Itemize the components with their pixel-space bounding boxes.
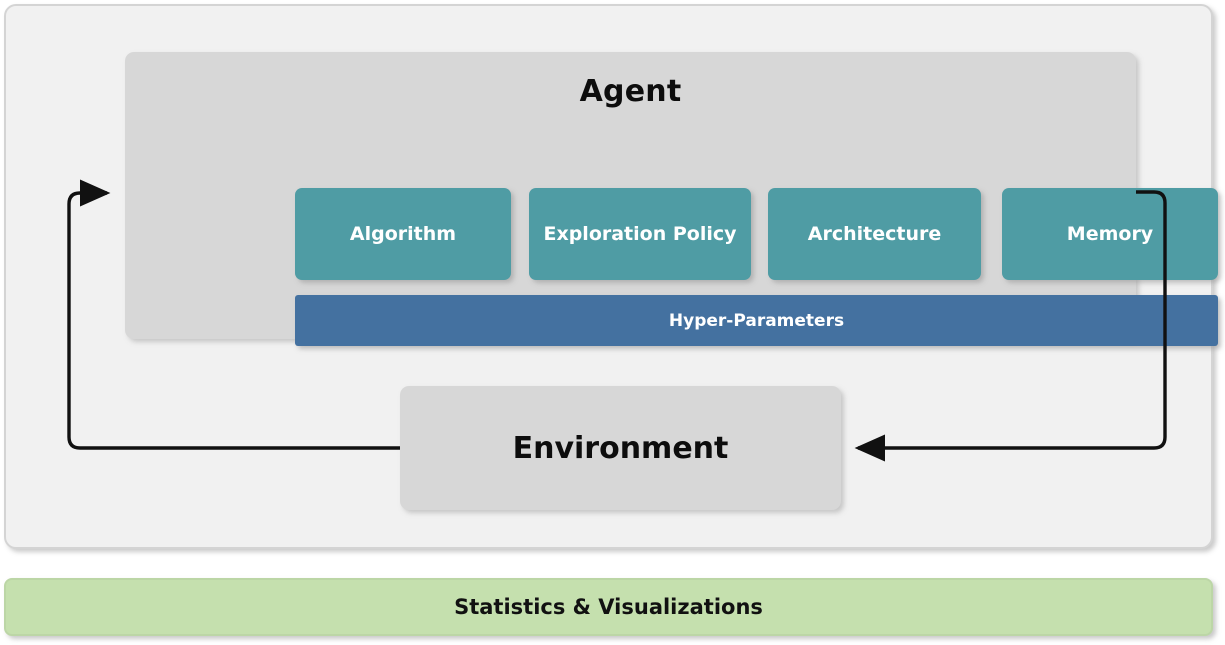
agent-component-algorithm[interactable]: Algorithm <box>295 188 511 280</box>
agent-component-exploration-policy[interactable]: Exploration Policy <box>529 188 751 280</box>
agent-component-memory[interactable]: Memory <box>1002 188 1218 280</box>
agent-title: Agent <box>579 74 682 109</box>
agent-component-architecture[interactable]: Architecture <box>768 188 981 280</box>
environment-box[interactable]: Environment <box>400 386 841 510</box>
agent-panel: Agent Algorithm Exploration Policy Archi… <box>125 52 1218 346</box>
hyper-parameters-bar[interactable]: Hyper-Parameters <box>295 295 1218 346</box>
statistics-banner[interactable]: Statistics & Visualizations <box>4 578 1213 636</box>
